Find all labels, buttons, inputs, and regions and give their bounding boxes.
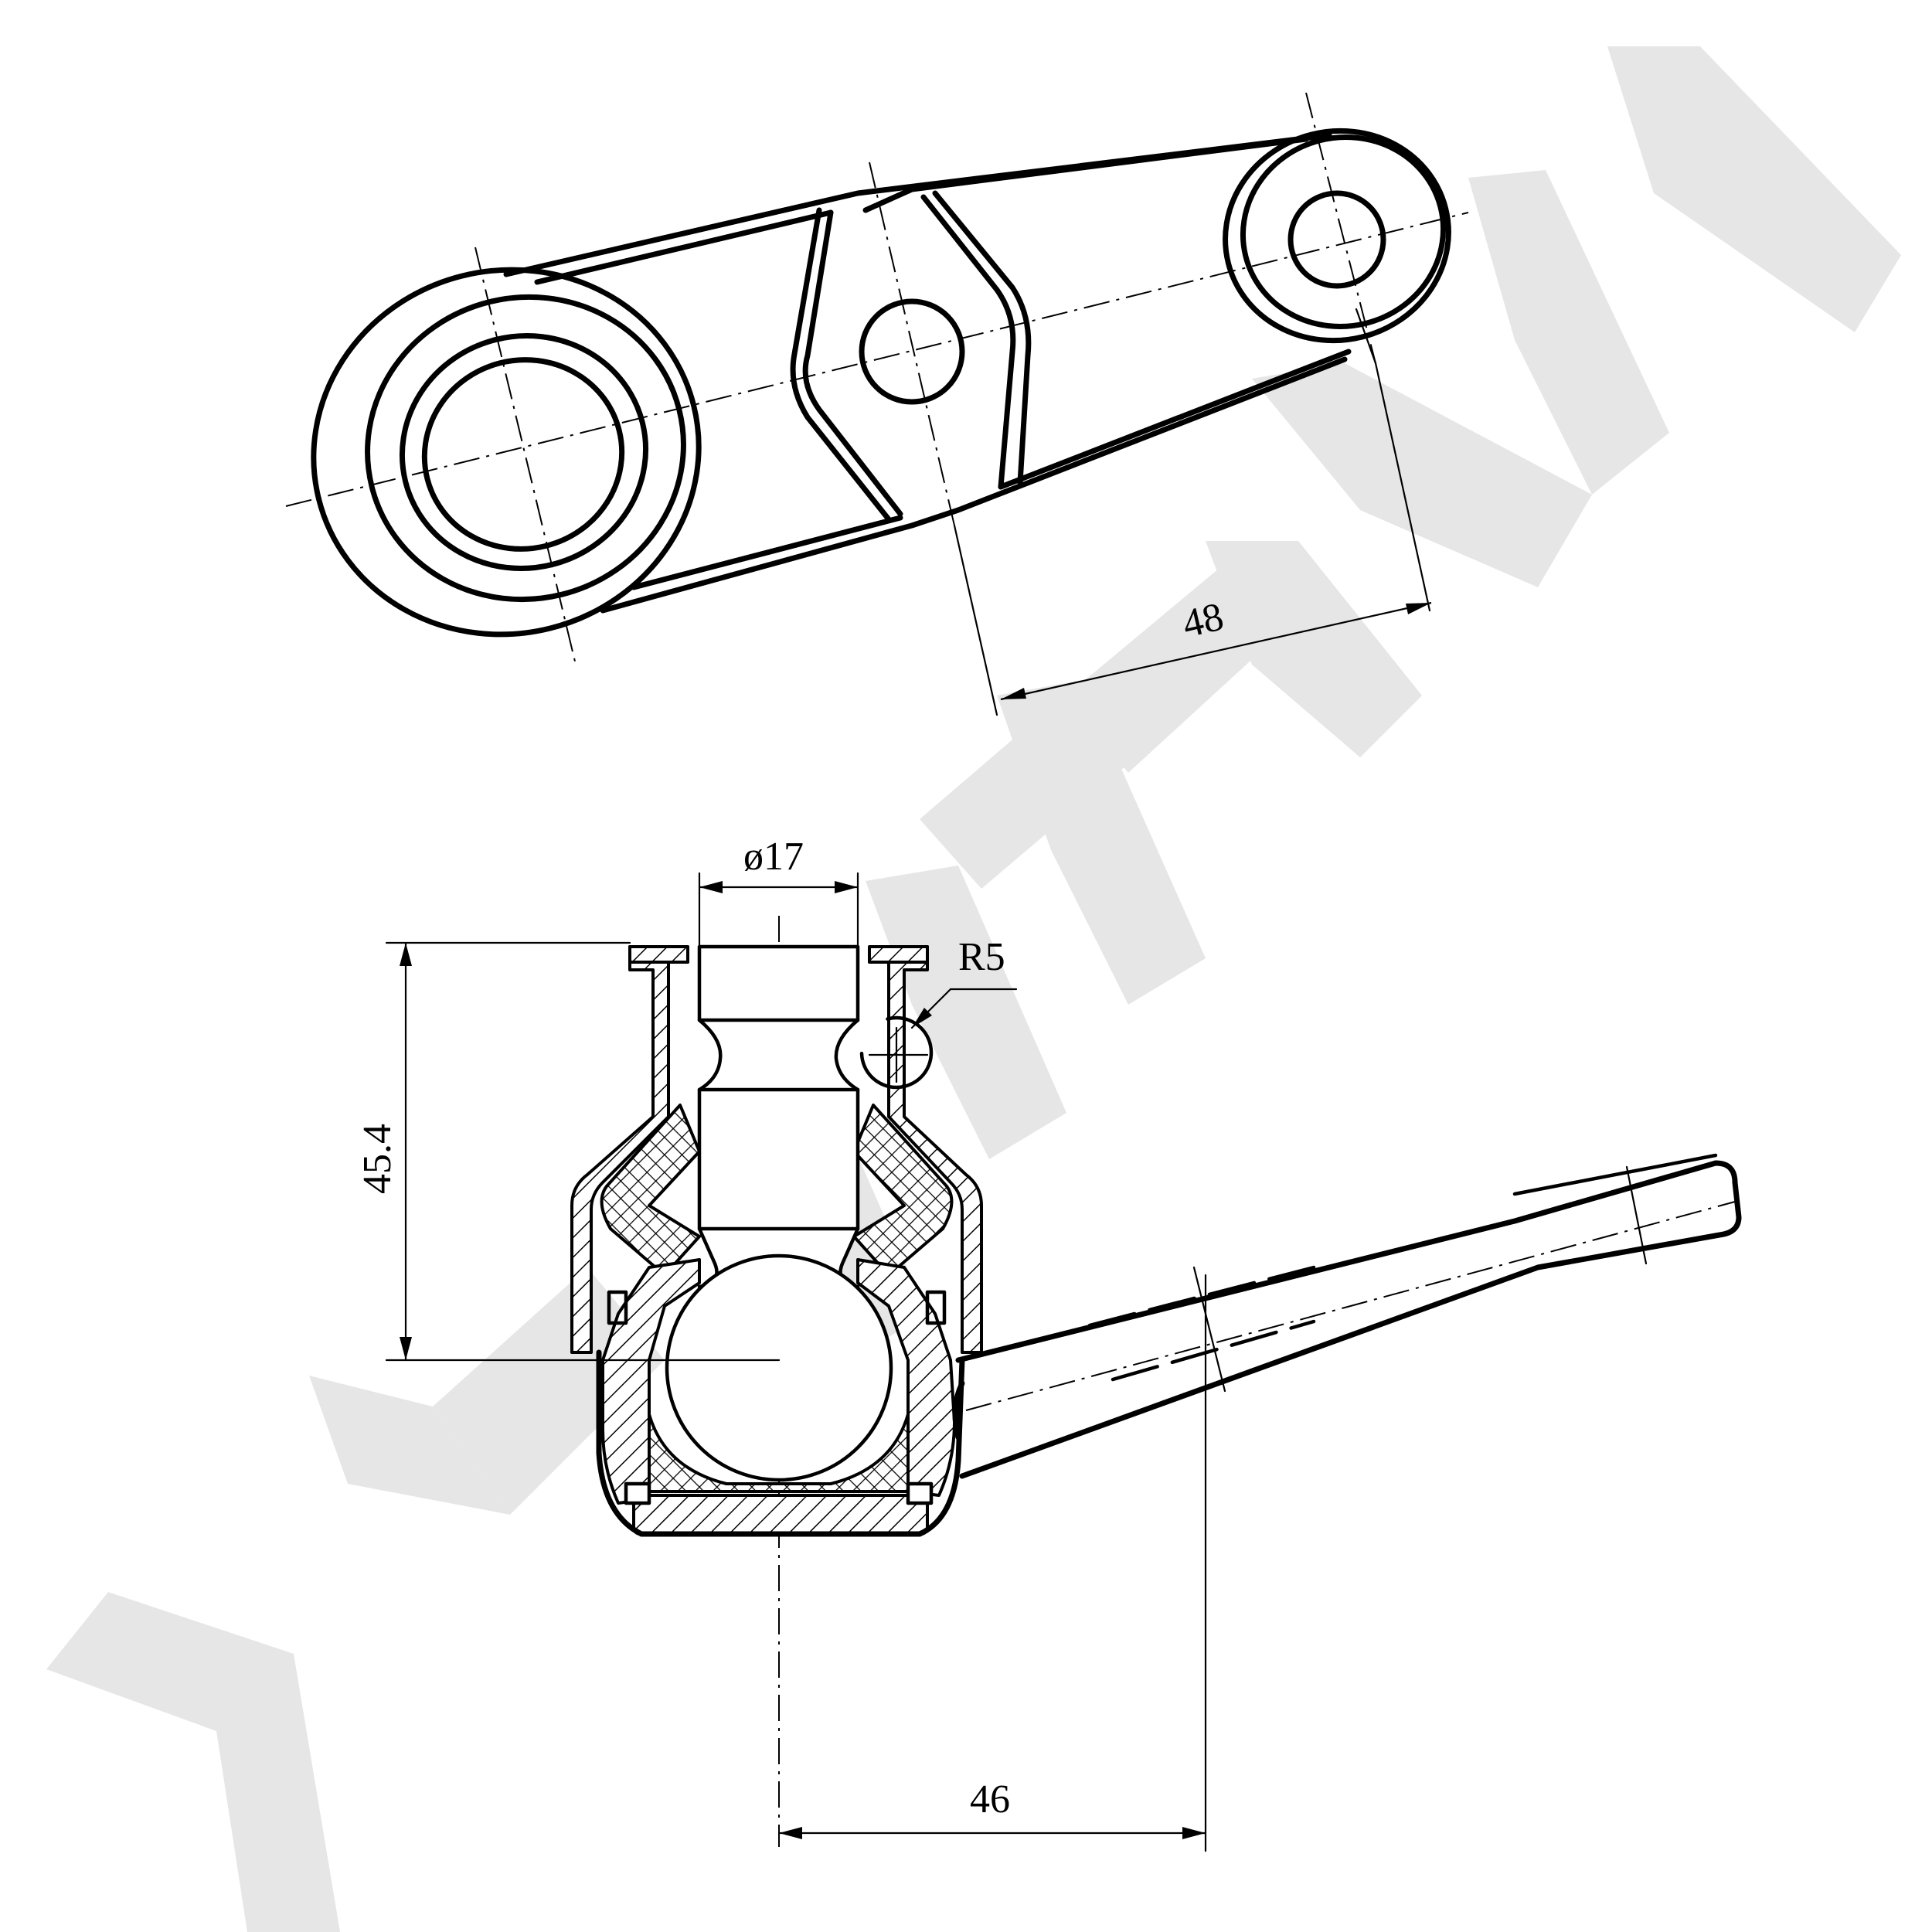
dim-46-label: 46 xyxy=(970,1777,1010,1821)
arm-top-view: 48 xyxy=(285,92,1469,716)
ball-joint-section-view: R5 ø17 45.4 46 xyxy=(355,835,1742,1852)
dim-r5-label: R5 xyxy=(958,935,1005,979)
dim-45-4-label: 45.4 xyxy=(355,1124,400,1194)
dim-diameter-17-label: ø17 xyxy=(743,835,804,879)
dim-48-label: 48 xyxy=(1179,594,1227,646)
